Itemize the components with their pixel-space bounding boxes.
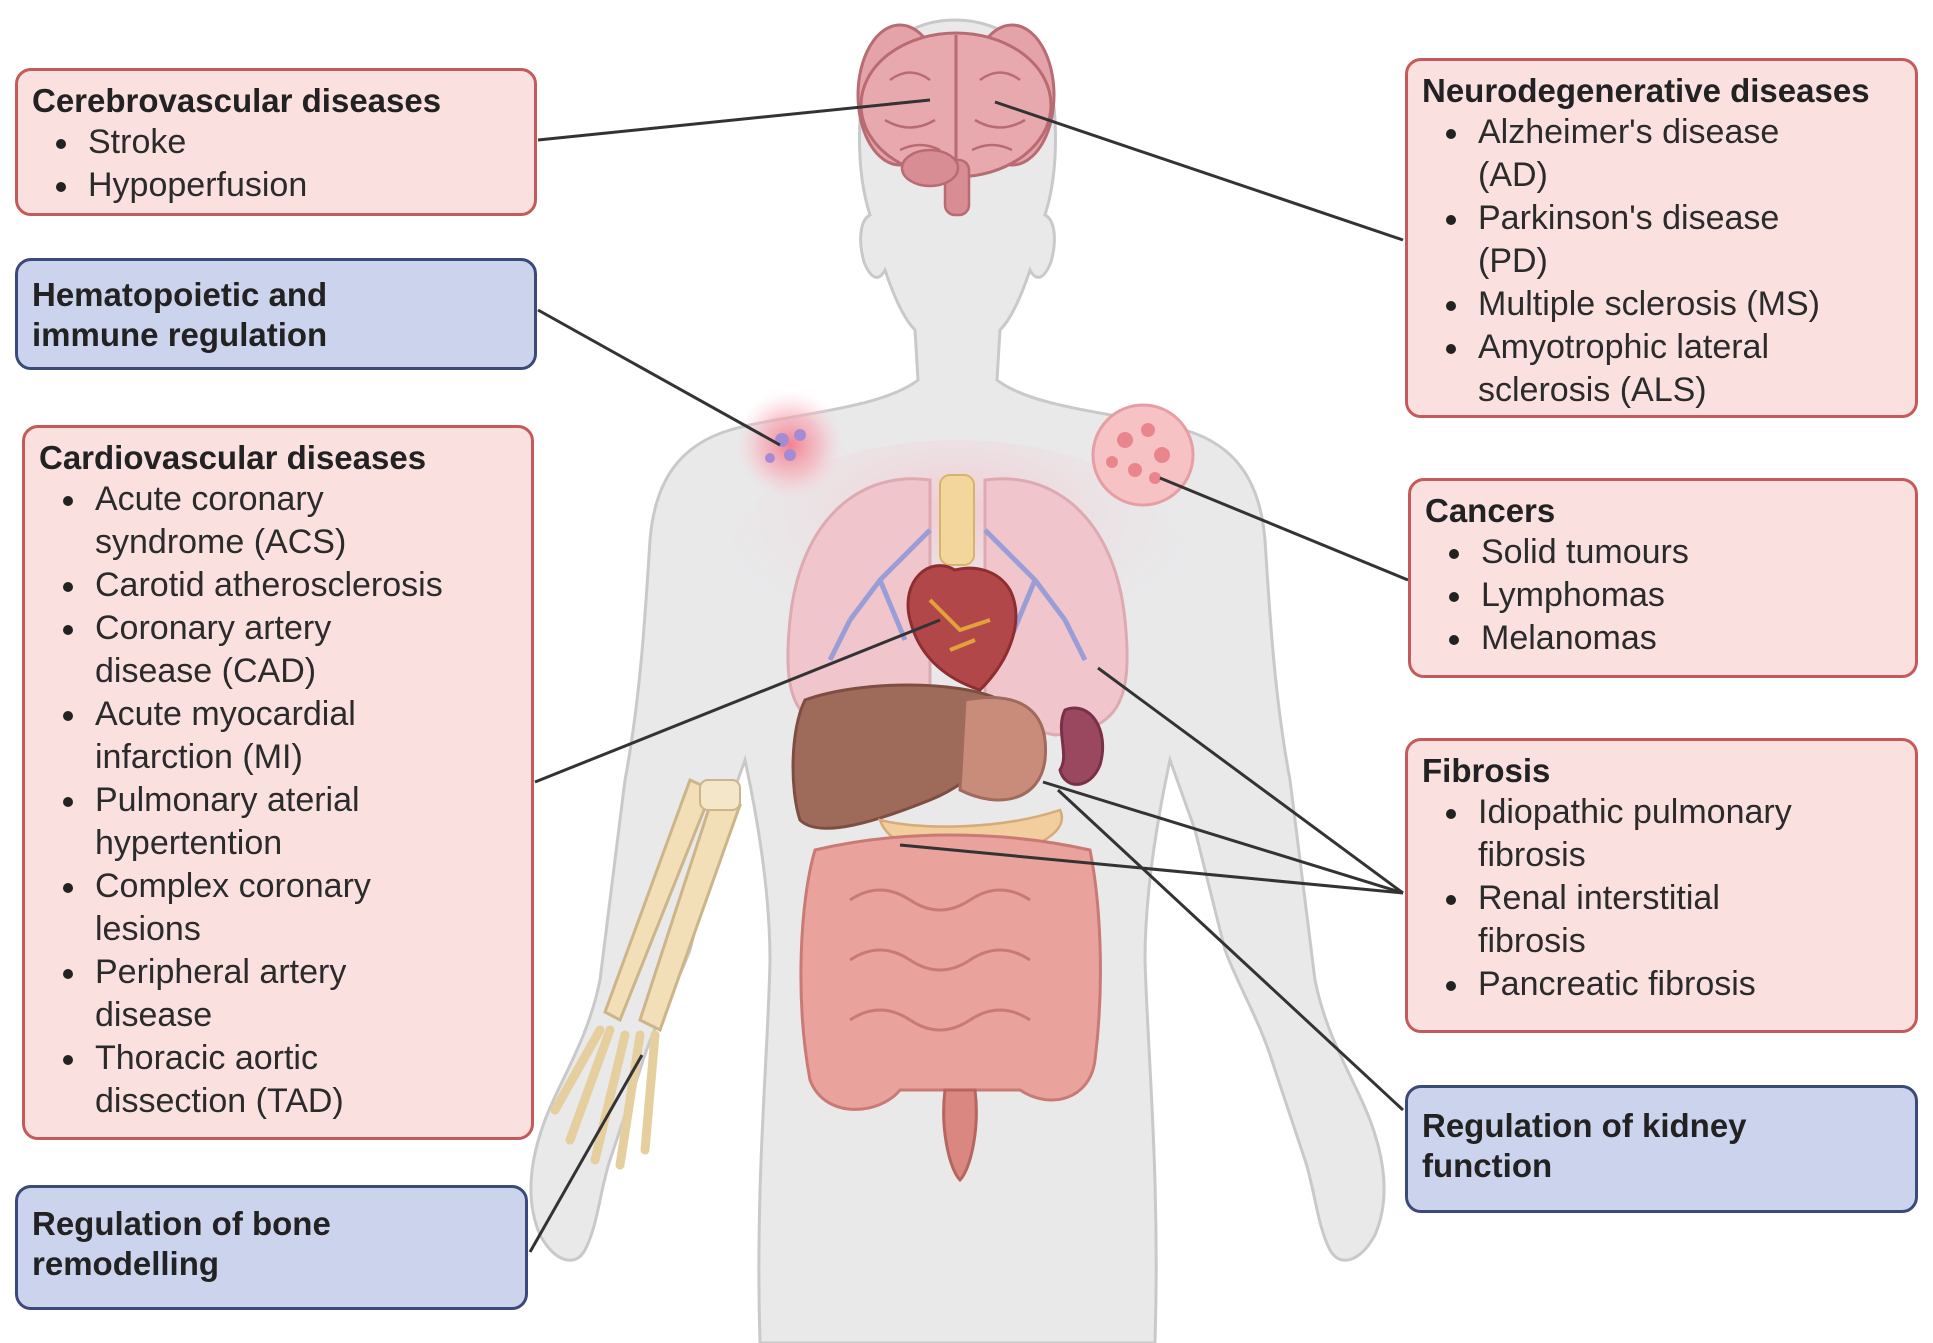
leader-cardiovascular bbox=[534, 618, 941, 784]
fibrosis-box: Fibrosis Idiopathic pulmonary fibrosis R… bbox=[1405, 738, 1918, 1033]
cerebrovascular-list: Stroke Hypoperfusion bbox=[32, 121, 520, 207]
cerebrovascular-box: Cerebrovascular diseases Stroke Hypoperf… bbox=[15, 68, 537, 216]
kidney-box: Regulation of kidney function bbox=[1405, 1085, 1918, 1213]
list-item: Pancreatic fibrosis bbox=[1446, 963, 1901, 1006]
kidney-icon bbox=[1058, 706, 1105, 786]
cardiovascular-list: Acute coronary syndrome (ACS) Carotid at… bbox=[39, 478, 495, 1123]
leader-cerebrovascular bbox=[537, 98, 931, 142]
leader-fibrosis-lung bbox=[1097, 666, 1404, 895]
list-item: Peripheral artery disease bbox=[63, 951, 385, 1037]
list-item: Idiopathic pulmonary fibrosis bbox=[1446, 791, 1838, 877]
cardiovascular-title: Cardiovascular diseases bbox=[39, 439, 427, 476]
list-item: Renal interstitial fibrosis bbox=[1446, 877, 1798, 963]
liver-icon bbox=[791, 683, 1004, 830]
list-item: Parkinson's disease (PD) bbox=[1446, 197, 1818, 283]
bone-title: Regulation of bone remodelling bbox=[32, 1205, 331, 1282]
list-item: Solid tumours bbox=[1449, 531, 1901, 574]
list-item: Amyotrophic lateral sclerosis (ALS) bbox=[1446, 326, 1818, 412]
leader-neurodegenerative bbox=[994, 100, 1404, 242]
leader-fibrosis-kidney bbox=[1042, 780, 1404, 895]
leader-kidney bbox=[1056, 788, 1405, 1112]
list-item: Multiple sclerosis (MS) bbox=[1446, 283, 1901, 326]
heart-icon bbox=[906, 564, 1018, 692]
leader-lines bbox=[528, 98, 1409, 1253]
leader-bone bbox=[528, 1054, 644, 1253]
list-item: Pulmonary aterial hypertention bbox=[63, 779, 395, 865]
bone-box: Regulation of bone remodelling bbox=[15, 1185, 528, 1310]
hematopoietic-box: Hematopoietic and immune regulation bbox=[15, 258, 537, 370]
brain-icon bbox=[856, 23, 1056, 217]
list-item: Stroke bbox=[56, 121, 520, 164]
list-item: Melanomas bbox=[1449, 617, 1901, 660]
neurodegenerative-box: Neurodegenerative diseases Alzheimer's d… bbox=[1405, 58, 1918, 418]
lungs-icon bbox=[786, 474, 1129, 737]
list-item: Carotid atherosclerosis bbox=[63, 564, 495, 607]
immune-cells-icon bbox=[735, 390, 845, 500]
cancers-list: Solid tumours Lymphomas Melanomas bbox=[1425, 531, 1901, 660]
cancers-title: Cancers bbox=[1425, 492, 1556, 529]
list-item: Hypoperfusion bbox=[56, 164, 520, 207]
cardiovascular-box: Cardiovascular diseases Acute coronary s… bbox=[22, 425, 534, 1140]
hematopoietic-title: Hematopoietic and immune regulation bbox=[32, 276, 328, 353]
list-item: Thoracic aortic dissection (TAD) bbox=[63, 1037, 385, 1123]
leader-cancers bbox=[1159, 476, 1409, 582]
cerebrovascular-title: Cerebrovascular diseases bbox=[32, 82, 442, 119]
list-item: Complex coronary lesions bbox=[63, 865, 395, 951]
fibrosis-list: Idiopathic pulmonary fibrosis Renal inte… bbox=[1422, 791, 1901, 1006]
neurodegenerative-list: Alzheimer's disease (AD) Parkinson's dis… bbox=[1422, 111, 1901, 412]
cancers-box: Cancers Solid tumours Lymphomas Melanoma… bbox=[1408, 478, 1918, 678]
list-item: Coronary artery disease (CAD) bbox=[63, 607, 385, 693]
kidney-title: Regulation of kidney function bbox=[1422, 1107, 1747, 1184]
tumour-cell-icon bbox=[1091, 403, 1195, 507]
neurodegenerative-title: Neurodegenerative diseases bbox=[1422, 72, 1870, 109]
leader-hematopoietic bbox=[537, 308, 781, 447]
list-item: Alzheimer's disease (AD) bbox=[1446, 111, 1818, 197]
list-item: Lymphomas bbox=[1449, 574, 1901, 617]
fibrosis-title: Fibrosis bbox=[1422, 752, 1551, 789]
intestines-icon bbox=[799, 833, 1102, 1183]
list-item: Acute myocardial infarction (MI) bbox=[63, 693, 395, 779]
arm-bones-icon bbox=[550, 777, 742, 1170]
list-item: Acute coronary syndrome (ACS) bbox=[63, 478, 385, 564]
leader-fibrosis-pancreas bbox=[899, 843, 1404, 895]
